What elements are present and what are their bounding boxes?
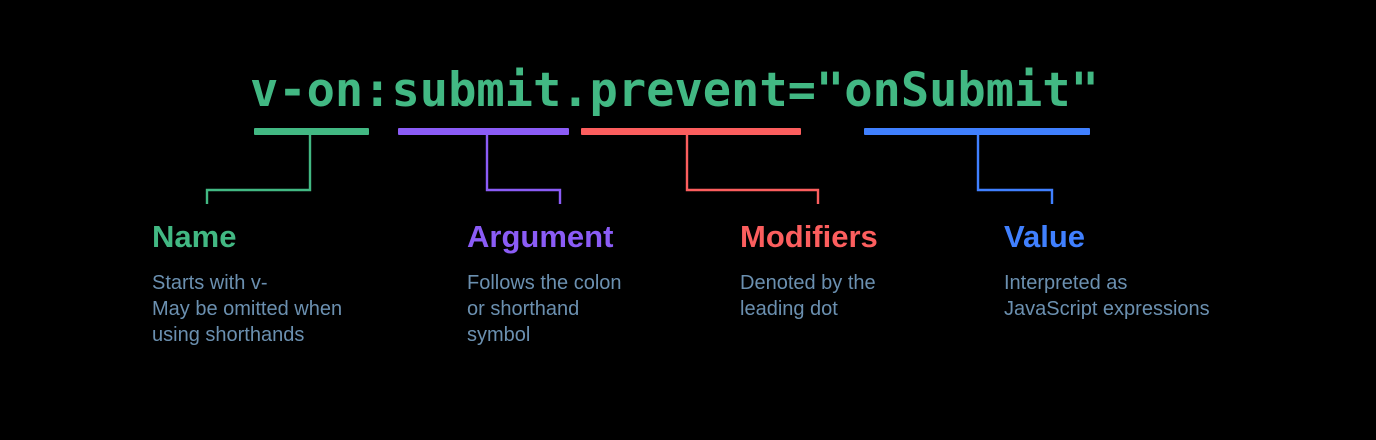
label-description-value: Interpreted as JavaScript expressions xyxy=(1004,272,1210,320)
connector-modifiers xyxy=(685,135,820,204)
label-description-modifiers: Denoted by the leading dot xyxy=(740,272,876,320)
label-description-argument: Follows the colon or shorthand symbol xyxy=(467,272,622,346)
label-title-modifiers: Modifiers xyxy=(740,219,878,254)
connector-argument xyxy=(485,135,562,204)
label-title-argument: Argument xyxy=(467,219,614,254)
connector-value xyxy=(976,135,1054,204)
label-description-name: Starts with v- May be omitted when using… xyxy=(152,272,343,346)
segment-bar-name xyxy=(254,128,369,135)
segment-bar-argument xyxy=(398,128,569,135)
label-title-name: Name xyxy=(152,219,237,254)
segment-bar-value xyxy=(864,128,1090,135)
segment-bar-modifiers xyxy=(581,128,801,135)
connector-name xyxy=(205,135,312,204)
code-expression: v-on:submit.prevent="onSubmit" xyxy=(250,63,1099,118)
label-title-value: Value xyxy=(1004,219,1085,254)
